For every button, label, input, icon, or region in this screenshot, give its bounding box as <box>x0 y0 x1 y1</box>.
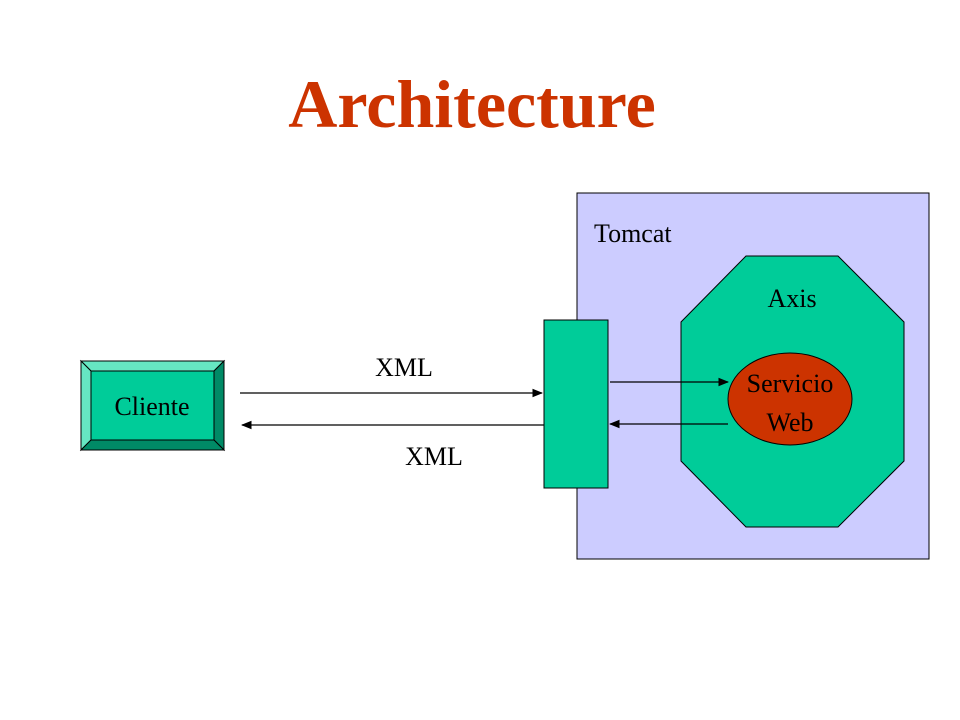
web-service-node <box>727 352 853 446</box>
client-label: Cliente <box>114 392 189 421</box>
axis-label: Axis <box>767 284 816 313</box>
request-label: XML <box>375 353 433 382</box>
gateway-block <box>543 319 609 489</box>
slide-title: Architecture <box>288 66 656 142</box>
web-service-label-line2: Web <box>767 408 814 437</box>
tomcat-label: Tomcat <box>594 219 672 248</box>
client-box <box>79 359 226 452</box>
web-service-label-line1: Servicio <box>747 369 834 398</box>
response-label: XML <box>405 442 463 471</box>
